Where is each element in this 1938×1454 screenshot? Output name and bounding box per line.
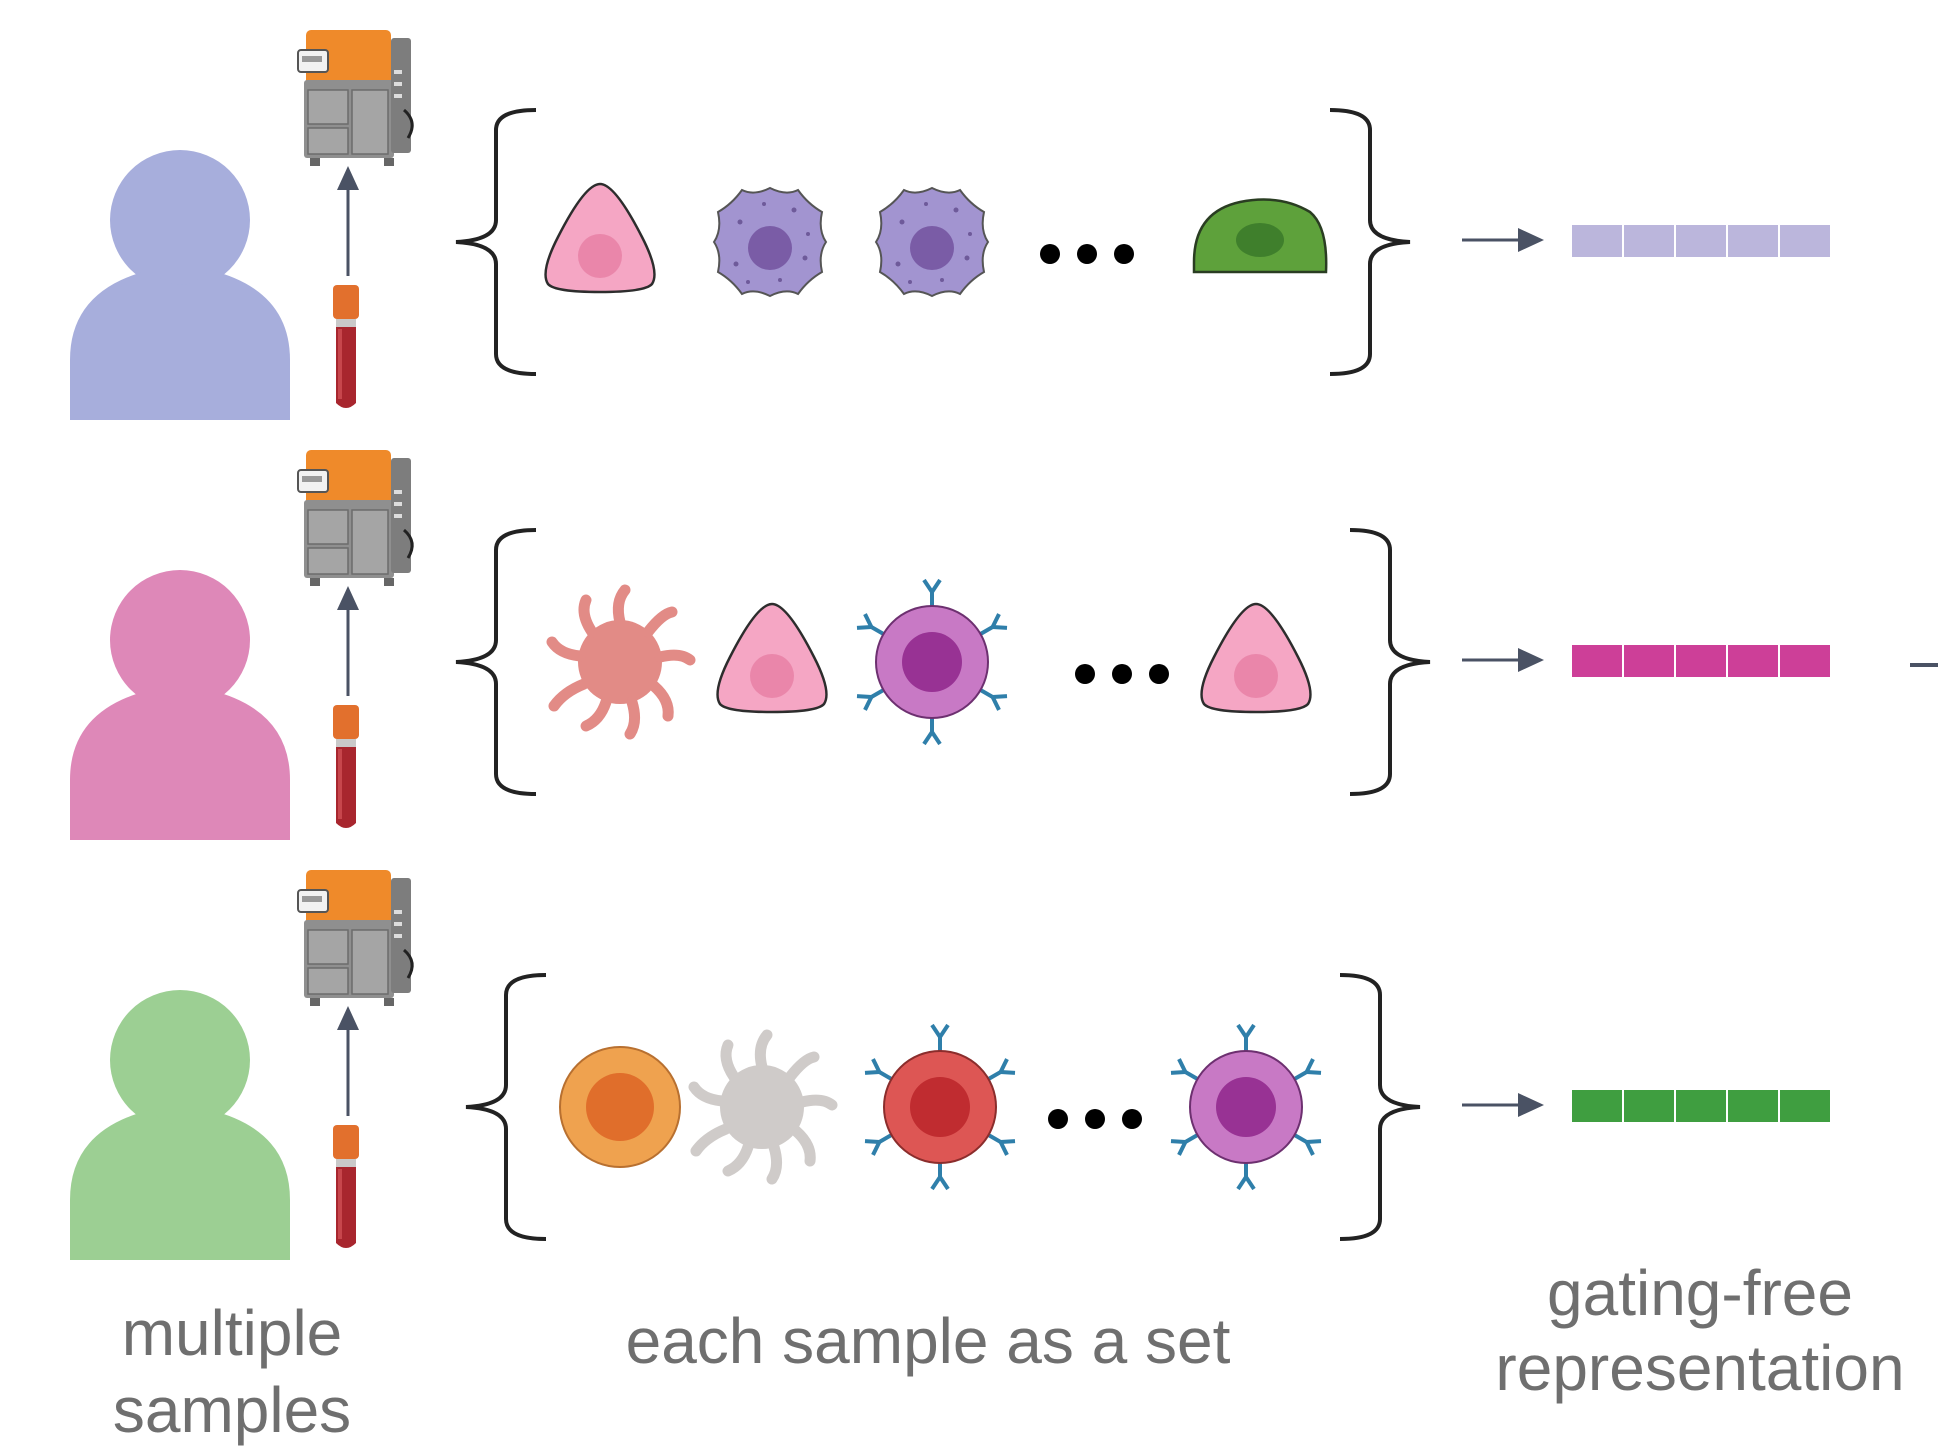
right-arrow-icon <box>1460 646 1546 674</box>
person-icon <box>70 990 290 1260</box>
vector-element <box>1624 1090 1674 1122</box>
pink-triangle-cell-icon <box>544 182 656 294</box>
vector-element <box>1780 225 1830 257</box>
left-brace <box>464 973 548 1241</box>
right-brace <box>1338 973 1422 1241</box>
red-b-cell-icon <box>865 1025 1015 1189</box>
right-arrow-icon <box>1460 226 1546 254</box>
caption-multiple-samples-line2: samples <box>113 1374 351 1446</box>
sample-row-1 <box>70 28 1830 420</box>
pink-triangle-cell-icon <box>1200 602 1312 714</box>
up-arrow-icon <box>335 164 361 278</box>
right-arrow-icon <box>1460 1091 1546 1119</box>
vector-element <box>1728 645 1778 677</box>
representation-vector <box>1572 225 1830 257</box>
gray-dendritic-cell-icon <box>694 1035 832 1179</box>
blood-tube-icon <box>333 705 359 828</box>
representation-vector <box>1572 645 1830 677</box>
red-dendritic-cell-icon <box>552 590 690 734</box>
sample-rows <box>70 28 1830 1260</box>
blood-tube-icon <box>333 1125 359 1248</box>
representation-vector <box>1572 1090 1830 1122</box>
flow-cytometer-icon <box>296 448 414 588</box>
vector-element <box>1624 225 1674 257</box>
vector-element <box>1572 1090 1622 1122</box>
ellipsis-icon <box>1040 244 1134 264</box>
vector-element <box>1728 1090 1778 1122</box>
purple-b-cell-icon <box>857 580 1007 744</box>
flow-cytometer-icon <box>296 868 414 1008</box>
left-brace <box>454 108 538 376</box>
vector-element <box>1780 645 1830 677</box>
vector-element <box>1572 645 1622 677</box>
up-arrow-icon <box>335 1004 361 1118</box>
right-brace <box>1348 528 1432 796</box>
green-cell-icon <box>1192 198 1328 274</box>
vector-element <box>1728 225 1778 257</box>
vector-element <box>1572 225 1622 257</box>
pink-triangle-cell-icon <box>716 602 828 714</box>
vector-element <box>1780 1090 1830 1122</box>
orange-cell-icon <box>559 1046 681 1168</box>
up-arrow-icon <box>335 584 361 698</box>
sample-row-2 <box>70 448 1830 840</box>
caption-multiple-samples-line1: multiple <box>122 1297 343 1369</box>
right-brace <box>1328 108 1412 376</box>
purple-granular-cell-icon <box>875 187 989 297</box>
purple-b-cell-icon <box>1171 1025 1321 1189</box>
caption-gating-free-line1: gating-free <box>1547 1257 1853 1329</box>
ellipsis-icon <box>1075 664 1169 684</box>
vector-element <box>1676 1090 1726 1122</box>
caption-each-sample-as-set: each sample as a set <box>626 1305 1231 1377</box>
vector-element <box>1624 645 1674 677</box>
person-icon <box>70 150 290 420</box>
vector-element <box>1676 225 1726 257</box>
flow-cytometer-icon <box>296 28 414 168</box>
caption-gating-free-line2: representation <box>1495 1332 1904 1404</box>
blood-tube-icon <box>333 285 359 408</box>
ellipsis-icon <box>1048 1109 1142 1129</box>
sample-row-3 <box>70 868 1830 1260</box>
person-icon <box>70 570 290 840</box>
vector-element <box>1676 645 1726 677</box>
purple-granular-cell-icon <box>713 187 827 297</box>
left-brace <box>454 528 538 796</box>
